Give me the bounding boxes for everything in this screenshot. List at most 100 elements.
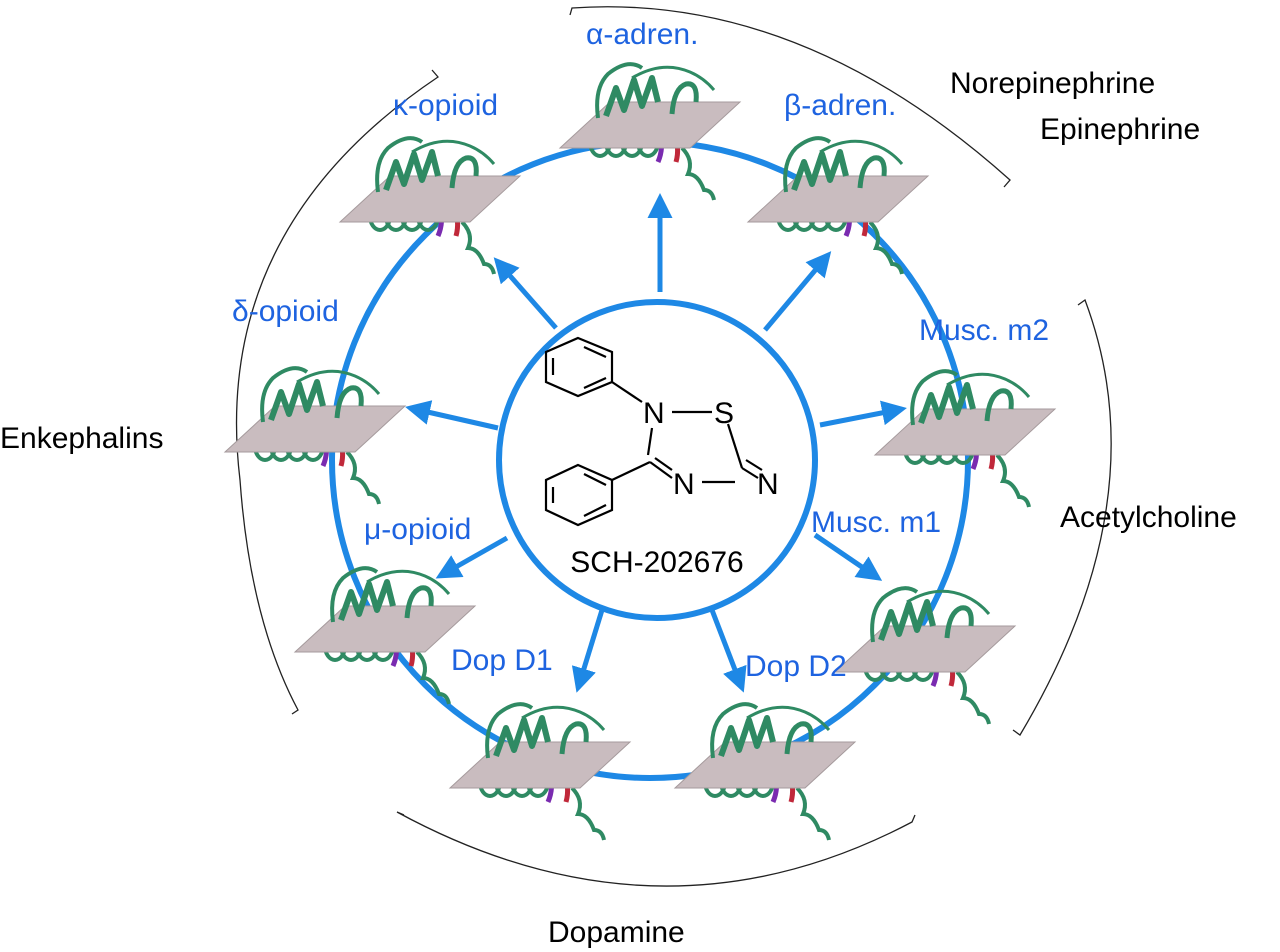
receptor-beta-adren-tail	[868, 220, 904, 275]
atom-n-ring: N	[643, 397, 665, 430]
receptor-musc-m2	[873, 369, 1057, 508]
receptor-dop-d1-helix-bundle	[493, 715, 551, 758]
bond-imine-1	[741, 467, 759, 479]
chemical-structure: N S N N	[544, 336, 779, 527]
receptor-musc-m1-helix-hook	[944, 605, 974, 639]
bracket-enkephalins	[235, 69, 439, 715]
receptor-alpha-adren-ribbon	[631, 65, 716, 91]
label-mu-opioid: μ-opioid	[364, 513, 471, 546]
receptor-mu-opioid-upper-loop	[330, 566, 379, 623]
label-dop-d2: Dop D2	[745, 650, 847, 683]
bracket-norepinephrine	[569, 6, 1011, 188]
atom-n-lower: N	[673, 468, 695, 501]
bond-phenyl-to-n	[611, 381, 643, 403]
receptor-dop-d1-helix-hook	[559, 721, 589, 755]
label-beta-adren: β-adren.	[784, 89, 896, 122]
receptor-dop-d2-helix-hook	[784, 721, 814, 755]
bond-c-n-lower-double	[654, 457, 673, 471]
receptor-musc-m1-ribbon	[906, 589, 991, 615]
receptor-delta-opioid-upper-loop	[260, 366, 309, 423]
receptor-kappa-opioid-tail	[460, 220, 496, 275]
receptor-musc-m1-membrane	[833, 625, 1017, 673]
receptor-alpha-adren	[558, 62, 742, 201]
receptor-dop-d2	[673, 702, 857, 841]
receptor-delta-opioid-upper-helices	[260, 366, 381, 423]
receptor-alpha-adren-membrane	[558, 101, 742, 149]
receptor-musc-m1-tail	[955, 670, 991, 725]
receptor-alpha-adren-tail	[680, 146, 716, 201]
label-musc-m1: Musc. m1	[811, 506, 941, 539]
receptor-kappa-opioid-membrane	[338, 175, 522, 223]
receptor-mu-opioid-tail	[415, 650, 451, 705]
bracket-acetylcholine	[1012, 298, 1112, 736]
receptor-beta-adren-upper-loop	[783, 136, 832, 193]
receptor-dop-d1-upper-helices	[485, 702, 606, 759]
receptor-dop-d1-ribbon	[521, 705, 606, 731]
receptor-mu-opioid-membrane	[293, 605, 477, 653]
receptor-kappa-opioid-helix-hook	[449, 155, 479, 189]
arrow-delta-opioid	[405, 400, 499, 431]
receptor-structures	[223, 62, 1057, 841]
receptor-beta-adren	[746, 136, 930, 275]
spoke-arrows	[405, 193, 907, 693]
receptor-dop-d2-ribbon	[746, 705, 831, 731]
receptor-dop-d1	[448, 702, 632, 841]
receptor-musc-m1-upper-loop	[870, 586, 919, 643]
atom-n-imine: N	[757, 468, 779, 501]
receptor-mu-opioid-upper-helices	[330, 566, 451, 623]
receptor-musc-m2-upper-loop	[910, 369, 959, 426]
group-dopamine: Dopamine	[548, 916, 685, 949]
receptor-musc-m1-upper-helices	[870, 586, 991, 643]
bond-imine-2	[745, 459, 763, 471]
arrow-kappa-opioid	[493, 257, 558, 330]
receptor-musc-m2-ribbon	[946, 372, 1031, 398]
receptor-musc-m2-upper-helices	[910, 369, 1031, 426]
bond-c-n	[646, 427, 654, 456]
arrow-mu-opioid	[435, 535, 509, 579]
receptor-kappa-opioid	[338, 136, 522, 275]
receptor-musc-m1	[833, 586, 1017, 725]
phenyl-upper-inner-bond-1	[583, 345, 607, 359]
receptor-dop-d2-upper-loop	[710, 702, 759, 759]
receptor-delta-opioid-membrane	[223, 405, 407, 453]
receptor-mu-opioid-ribbon	[366, 569, 451, 595]
receptor-musc-m2-helix-hook	[984, 388, 1014, 422]
group-acetylcholine: Acetylcholine	[1060, 501, 1237, 534]
receptor-kappa-opioid-helix-bundle	[383, 149, 441, 192]
phenyl-ring-lower	[544, 463, 614, 527]
receptor-mu-opioid-helix-bundle	[338, 579, 396, 622]
label-alpha-adren: α-adren.	[586, 18, 698, 51]
receptor-alpha-adren-upper-loop	[595, 62, 644, 119]
bond-c-to-phenyl-lower	[611, 461, 651, 481]
label-dop-d1: Dop D1	[451, 644, 553, 677]
arrow-dop-d2	[709, 609, 747, 693]
bond-s-c	[726, 423, 744, 469]
receptor-delta-opioid-helix-bundle	[268, 379, 326, 422]
phenyl-ring-upper	[544, 336, 614, 398]
receptor-alpha-adren-upper-helices	[595, 62, 716, 119]
receptor-kappa-opioid-upper-helices	[375, 136, 496, 193]
receptor-beta-adren-upper-helices	[783, 136, 904, 193]
group-norepinephrine-line-1: Norepinephrine	[950, 67, 1155, 100]
receptor-dop-d2-tail	[795, 786, 831, 841]
group-enkephalins: Enkephalins	[0, 422, 163, 455]
receptor-dop-d2-helix-bundle	[718, 715, 776, 758]
receptor-dop-d1-upper-loop	[485, 702, 534, 759]
arrow-beta-adren	[763, 251, 832, 332]
receptor-alpha-adren-helix-hook	[669, 81, 699, 115]
phenyl-lower-inner-bond-1	[583, 473, 607, 486]
receptor-mu-opioid-helix-hook	[404, 585, 434, 619]
label-kappa-opioid: κ-opioid	[393, 89, 498, 122]
phenyl-lower-inner-bond-3	[583, 504, 607, 517]
receptor-dop-d2-membrane	[673, 741, 857, 789]
receptor-beta-adren-helix-bundle	[791, 149, 849, 192]
receptor-delta-opioid-ribbon	[296, 369, 381, 395]
receptor-musc-m2-helix-bundle	[918, 382, 976, 425]
group-norepinephrine-line-2: Epinephrine	[1040, 113, 1200, 146]
receptor-dop-d1-membrane	[448, 741, 632, 789]
arrow-dop-d1	[571, 609, 605, 693]
receptor-beta-adren-helix-hook	[857, 155, 887, 189]
arrow-musc-m1	[813, 532, 883, 581]
compound-name: SCH-202676	[570, 546, 743, 579]
